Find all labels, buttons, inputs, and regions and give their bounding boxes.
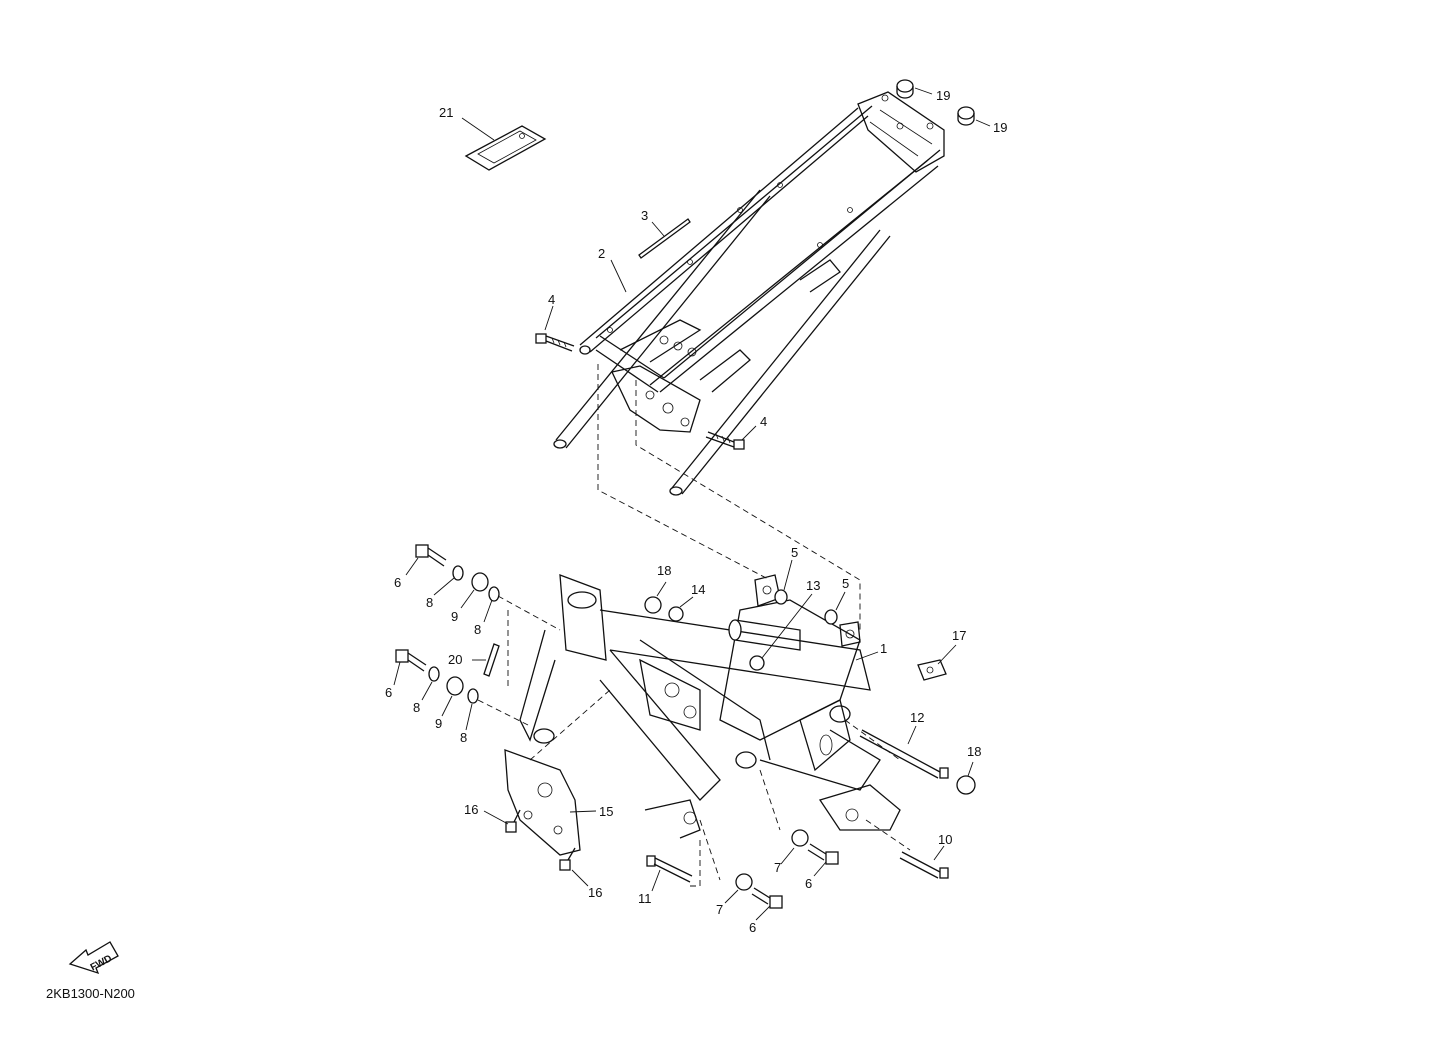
callout-15: 15 xyxy=(599,804,613,819)
callout-21: 21 xyxy=(439,105,453,120)
callout-16: 16 xyxy=(464,802,478,817)
callout-16: 16 xyxy=(588,885,602,900)
part-21-label-plate xyxy=(464,125,547,171)
part-19-cap-left xyxy=(896,79,914,99)
part-6-bolt-mid xyxy=(807,843,839,865)
callout-7: 7 xyxy=(774,860,781,875)
part-1-main-frame xyxy=(519,574,901,839)
callout-6: 6 xyxy=(805,876,812,891)
callout-6: 6 xyxy=(394,575,401,590)
callout-20: 20 xyxy=(448,652,462,667)
callout-19: 19 xyxy=(936,88,950,103)
diagram-code: 2KB1300-N200 xyxy=(46,986,135,1001)
part-16-bolt-lower xyxy=(559,847,576,871)
callout-1: 1 xyxy=(880,641,887,656)
callout-17: 17 xyxy=(952,628,966,643)
callout-3: 3 xyxy=(641,208,648,223)
part-5-collar-1 xyxy=(774,589,788,605)
part-6-bolt-lower xyxy=(395,649,427,672)
callout-8: 8 xyxy=(413,700,420,715)
callout-13: 13 xyxy=(806,578,820,593)
part-9-collar-2 xyxy=(446,676,464,696)
callout-6: 6 xyxy=(385,685,392,700)
part-13-collar xyxy=(749,655,765,671)
part-7-collar-2 xyxy=(735,873,753,891)
callout-4: 4 xyxy=(548,292,555,307)
callout-18: 18 xyxy=(967,744,981,759)
assembly-lines xyxy=(477,364,911,887)
part-8-washer-1 xyxy=(452,565,464,581)
part-8-washer-3 xyxy=(428,666,440,682)
part-12-long-bolt xyxy=(859,729,949,779)
callout-10: 10 xyxy=(938,832,952,847)
part-14-collar xyxy=(668,606,684,622)
part-5-collar-2 xyxy=(824,609,838,625)
part-11-long-bolt xyxy=(646,855,693,883)
callout-9: 9 xyxy=(435,716,442,731)
callout-5: 5 xyxy=(842,576,849,591)
fwd-arrow-icon: FWD xyxy=(68,941,119,975)
callout-11: 11 xyxy=(638,891,652,906)
part-7-collar-1 xyxy=(791,829,809,847)
callout-2: 2 xyxy=(598,246,605,261)
callouts: 21 19 19 3 2 4 4 6 8 9 8 18 14 5 13 5 1 … xyxy=(385,88,1007,935)
callout-8: 8 xyxy=(426,595,433,610)
callout-18: 18 xyxy=(657,563,671,578)
part-2-rear-frame xyxy=(553,91,945,496)
part-16-bolt-upper xyxy=(505,809,521,833)
part-4-bolt-lower xyxy=(705,431,745,450)
part-15-mount-plate xyxy=(504,749,581,856)
callout-7: 7 xyxy=(716,902,723,917)
callout-8: 8 xyxy=(474,622,481,637)
callout-4: 4 xyxy=(760,414,767,429)
callout-5: 5 xyxy=(791,545,798,560)
callout-6: 6 xyxy=(749,920,756,935)
part-8-washer-4 xyxy=(467,688,479,704)
callout-8: 8 xyxy=(460,730,467,745)
part-19-cap-right xyxy=(957,106,975,126)
callout-14: 14 xyxy=(691,582,705,597)
part-6-bolt-upper xyxy=(415,544,447,567)
part-18-collar-upper xyxy=(644,596,662,614)
leader-lines xyxy=(393,87,991,921)
part-8-washer-2 xyxy=(488,586,500,602)
part-20-strip xyxy=(483,643,500,677)
part-18-collar-lower xyxy=(956,775,976,795)
callout-9: 9 xyxy=(451,609,458,624)
part-10-long-bolt xyxy=(899,851,949,879)
part-9-collar-1 xyxy=(471,572,489,592)
part-6-bolt-bottom xyxy=(751,887,783,909)
part-3-strip xyxy=(638,218,691,259)
callout-12: 12 xyxy=(910,710,924,725)
callout-19: 19 xyxy=(993,120,1007,135)
part-4-bolt-upper xyxy=(535,333,575,352)
part-17-clip xyxy=(917,659,947,681)
